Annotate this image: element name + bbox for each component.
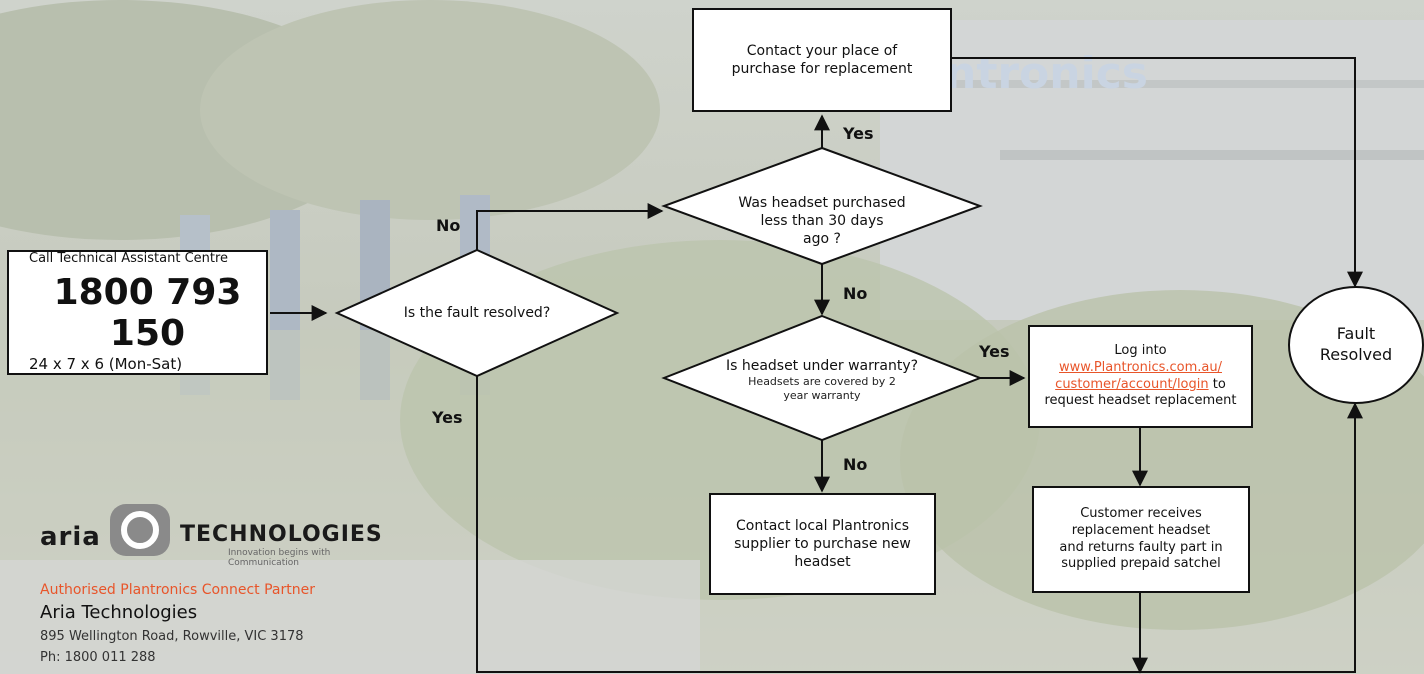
arrow-yes-to-resolved bbox=[476, 376, 1363, 673]
decision-warranty bbox=[661, 314, 983, 442]
arrow-contact-to-resolved bbox=[952, 57, 1363, 288]
label-yes-purchase: Yes bbox=[843, 124, 874, 143]
label-no-purchase: No bbox=[843, 284, 868, 303]
road bbox=[0, 560, 700, 674]
company-phone: Ph: 1800 011 288 bbox=[40, 650, 156, 665]
purchase-question-text: Was headset purchased less than 30 days … bbox=[738, 194, 906, 248]
logo-text-right: TECHNOLOGIES bbox=[180, 522, 383, 547]
logo-at-icon bbox=[110, 504, 170, 556]
fault-question-text: Is the fault resolved? bbox=[403, 304, 551, 321]
contact-box: Call Technical Assistant Centre 1800 793… bbox=[7, 250, 268, 375]
plantronics-login-link[interactable]: www.Plantronics.com.au/ bbox=[1059, 359, 1222, 375]
contact-phone[interactable]: 1800 793 150 bbox=[53, 271, 242, 355]
company-footer: aria TECHNOLOGIES Innovation begins with… bbox=[40, 500, 383, 665]
terminal-fault-resolved bbox=[1288, 286, 1424, 404]
login-box: Log into www.Plantronics.com.au/ custome… bbox=[1028, 325, 1253, 428]
contact-supplier-box: Contact local Plantronics supplier to pu… bbox=[709, 493, 936, 595]
contact-purchase-box: Contact your place of purchase for repla… bbox=[692, 8, 952, 112]
arrow-no-to-purchase bbox=[476, 203, 664, 250]
label-yes-warranty: Yes bbox=[979, 342, 1010, 361]
customer-receives-box: Customer receives replacement headset an… bbox=[1032, 486, 1250, 593]
company-address: 895 Wellington Road, Rowville, VIC 3178 bbox=[40, 629, 304, 644]
decision-fault-resolved bbox=[334, 248, 620, 378]
plantronics-login-link-cont[interactable]: customer/account/login bbox=[1055, 376, 1209, 392]
label-yes-fault: Yes bbox=[432, 408, 463, 427]
fault-resolved-text: Fault Resolved bbox=[1319, 324, 1393, 364]
building-sign: ntronics bbox=[945, 48, 1148, 99]
logo-tagline: Innovation begins with Communication bbox=[228, 548, 331, 568]
decision-purchase-30-days bbox=[661, 146, 983, 266]
label-no-warranty: No bbox=[843, 455, 868, 474]
company-name: Aria Technologies bbox=[40, 602, 198, 623]
partner-text: Authorised Plantronics Connect Partner bbox=[40, 582, 315, 598]
company-logo: aria TECHNOLOGIES Innovation begins with… bbox=[40, 500, 383, 568]
logo-text-left: aria bbox=[40, 522, 101, 552]
contact-label: Call Technical Assistant Centre bbox=[29, 250, 229, 266]
contact-hours: 24 x 7 x 6 (Mon-Sat) bbox=[29, 354, 183, 373]
trees-center bbox=[200, 0, 660, 220]
warranty-question-text: Is headset under warranty? Headsets are … bbox=[725, 357, 919, 403]
label-no-fault: No bbox=[436, 216, 461, 235]
building bbox=[880, 20, 1424, 320]
